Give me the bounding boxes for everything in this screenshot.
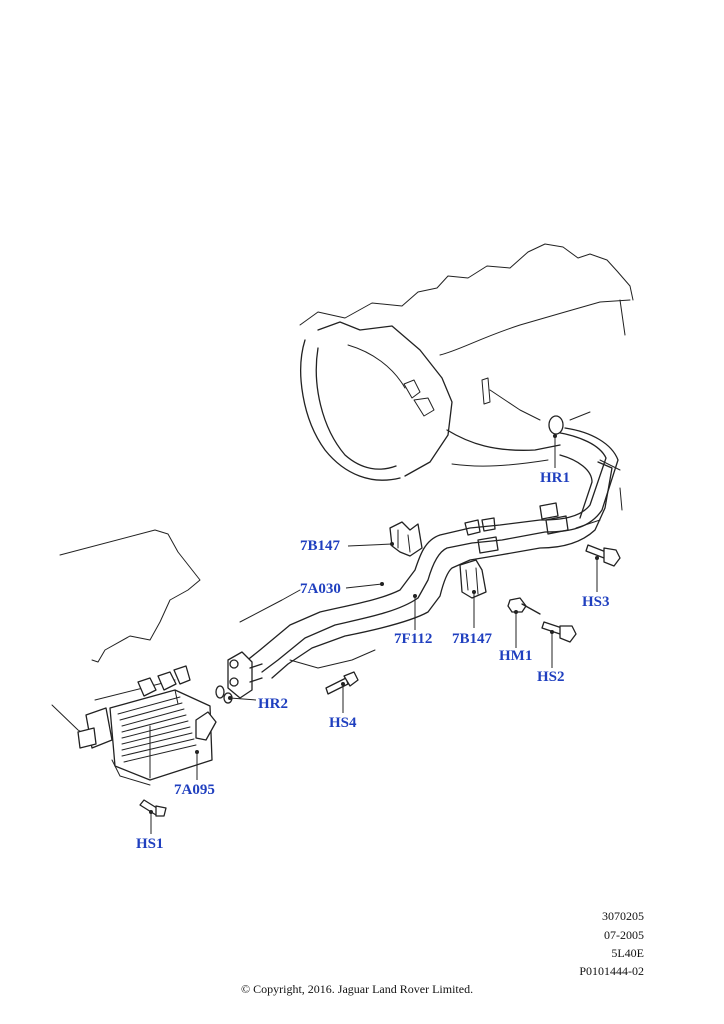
flange-block (215, 651, 263, 704)
clip-7b147-upper (389, 521, 423, 557)
label-7a095: 7A095 (174, 782, 215, 798)
hs1-bolt (139, 799, 167, 817)
label-hr1: HR1 (540, 470, 570, 486)
hs4-bolt (325, 671, 359, 695)
label-hr2: HR2 (258, 696, 288, 712)
label-hs1: HS1 (136, 836, 164, 852)
label-hs4: HS4 (329, 715, 357, 731)
oil-cooler-7a095 (77, 665, 217, 786)
label-hm1: HM1 (499, 648, 533, 664)
label-hs3: HS3 (582, 594, 610, 610)
copyright-notice: © Copyright, 2016. Jaguar Land Rover Lim… (241, 982, 474, 996)
ref-date: 07-2005 (604, 928, 644, 942)
ref-model: 5L40E (611, 946, 644, 960)
hr1-oring (548, 415, 564, 435)
label-7f112: 7F112 (394, 631, 433, 647)
transmission-housing (299, 243, 634, 481)
leader-lines (149, 434, 599, 834)
body-outline (51, 529, 376, 739)
clip-7b147-lower (459, 559, 487, 599)
ref-part-number: P0101444-02 (579, 964, 644, 978)
label-7a030: 7A030 (300, 581, 341, 597)
label-7b147-upper: 7B147 (300, 538, 341, 554)
label-hs2: HS2 (537, 669, 565, 685)
ref-code: 3070205 (602, 909, 644, 923)
label-7b147-lower: 7B147 (452, 631, 493, 647)
hs3-bolt (585, 544, 621, 567)
cooler-lines (244, 427, 623, 679)
hs2-bolt (541, 621, 577, 643)
hm1-stud (507, 597, 541, 615)
